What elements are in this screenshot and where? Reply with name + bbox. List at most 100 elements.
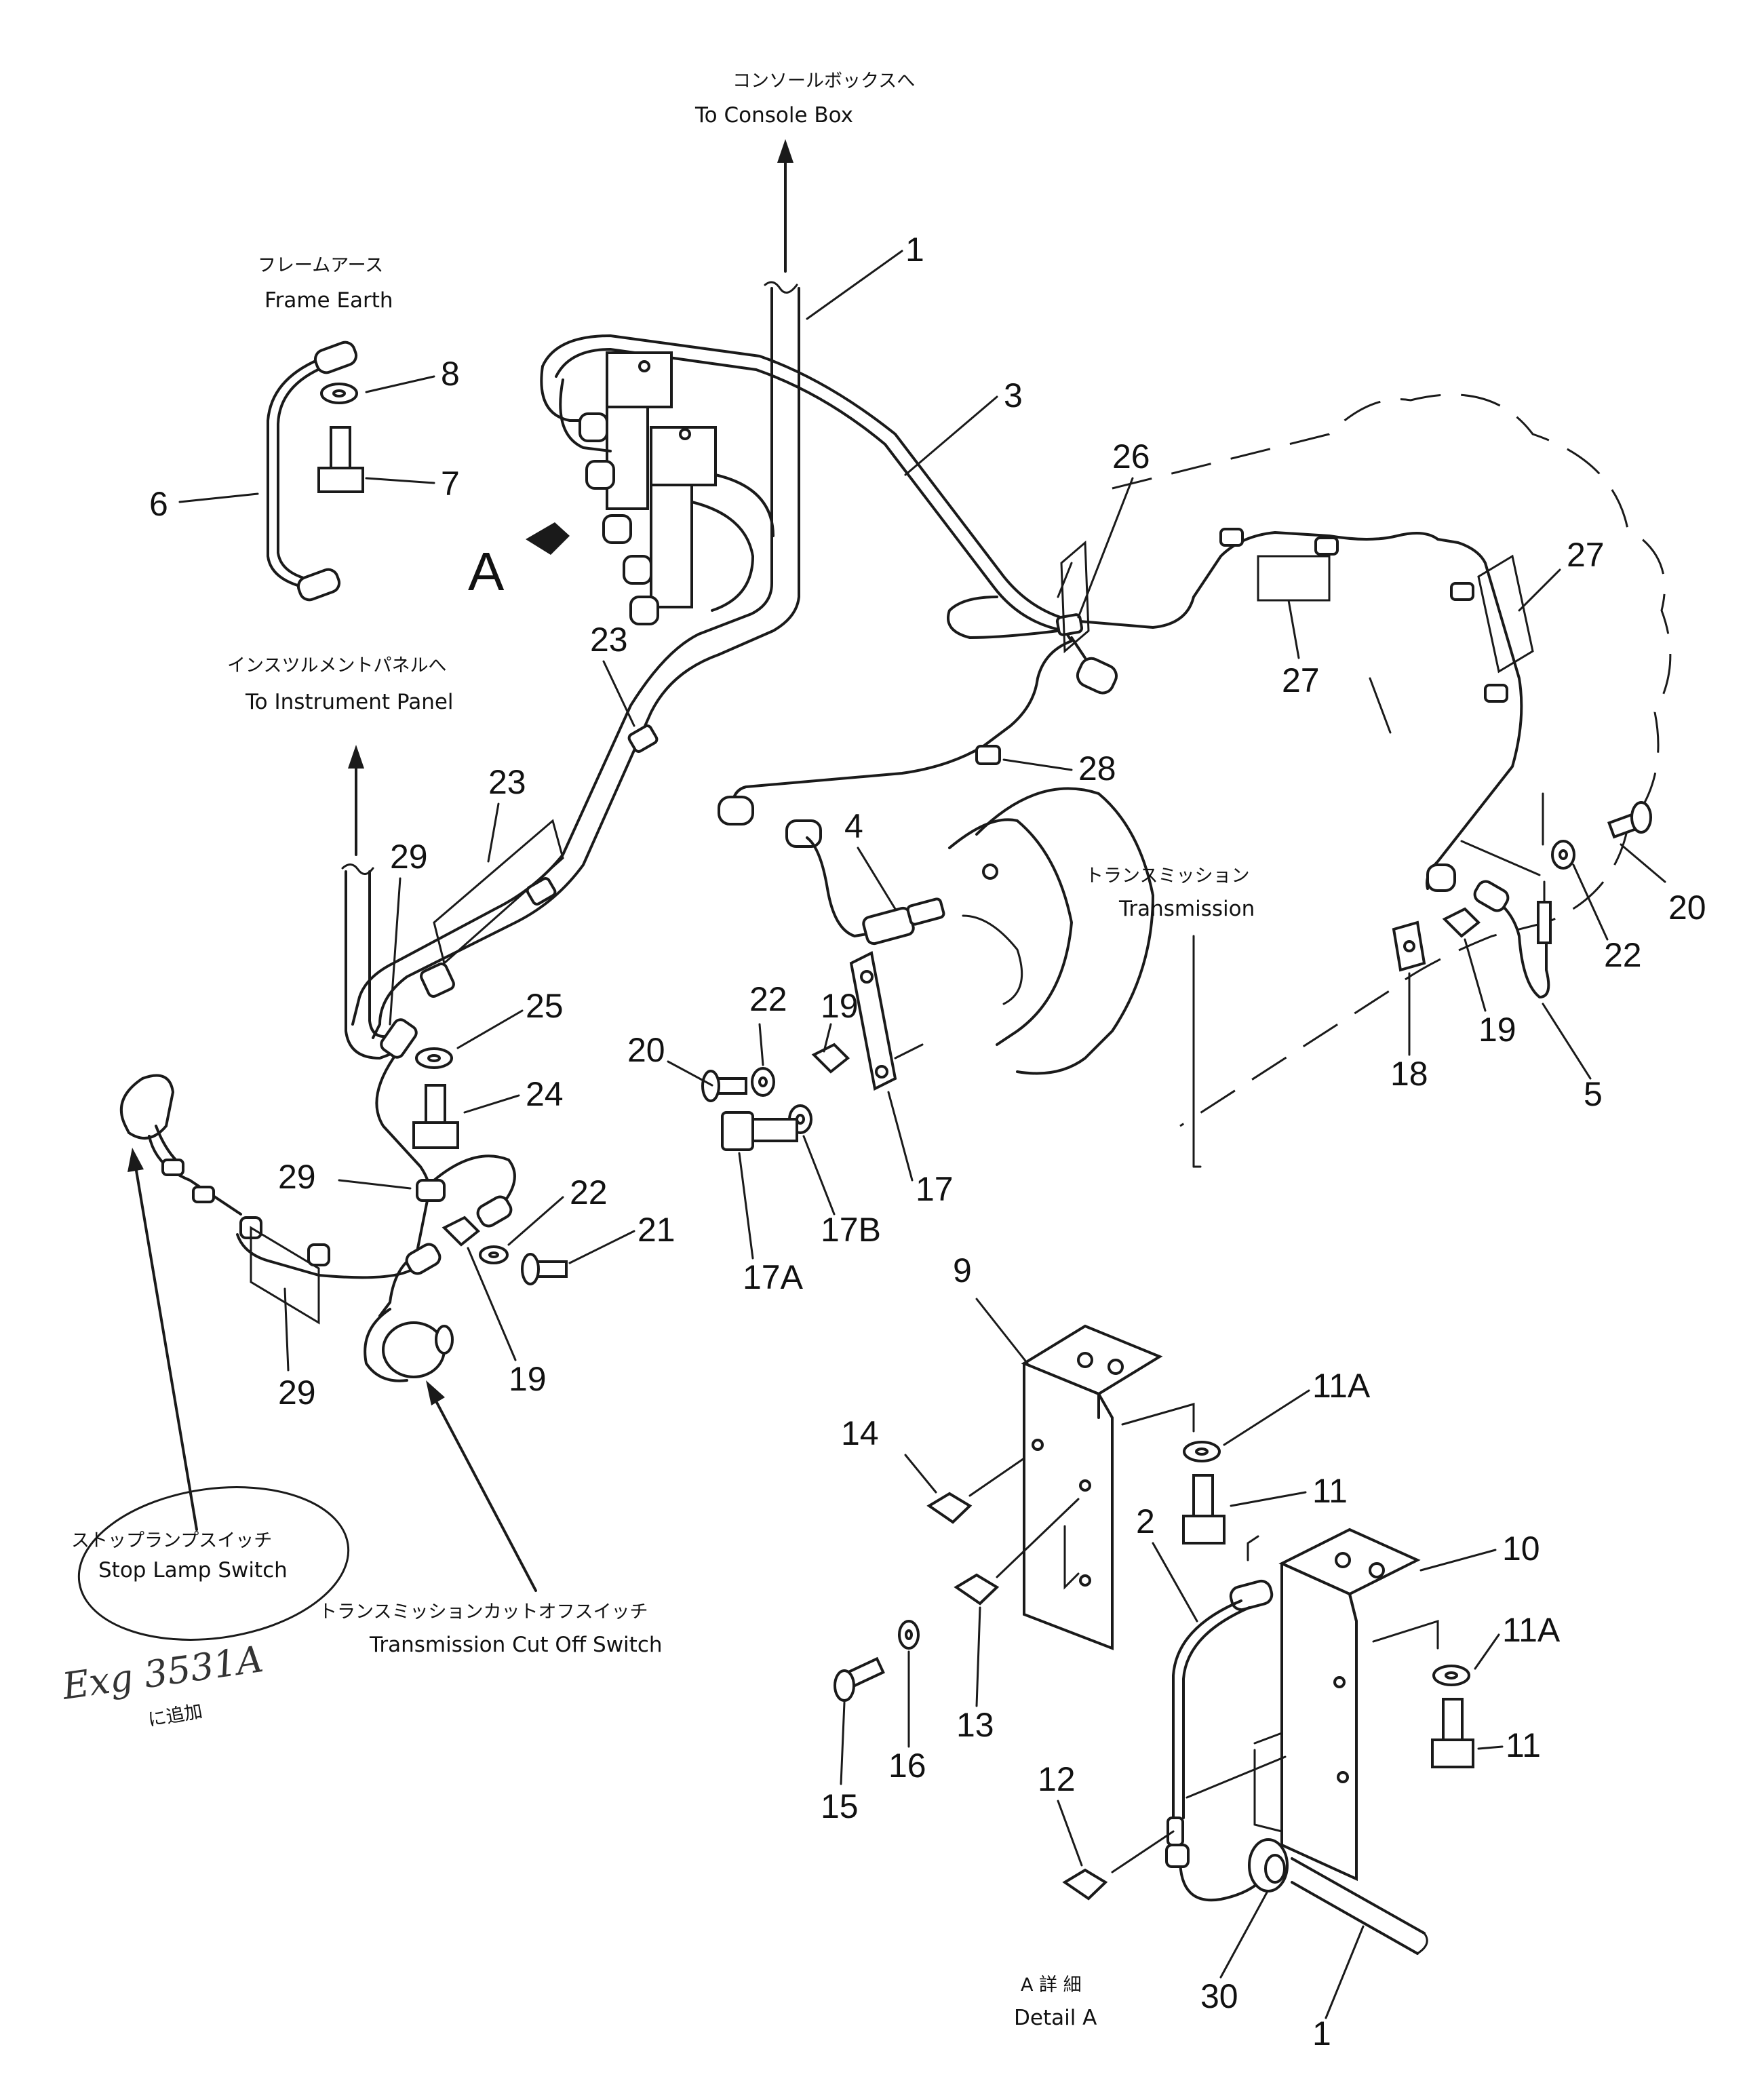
clamp-28 <box>718 657 1118 848</box>
bracket-18 <box>1392 920 1426 972</box>
frame-earth-label: Frame Earth <box>264 288 393 313</box>
washer-8 <box>320 383 358 404</box>
part-18-label: 18 <box>1390 1055 1428 1093</box>
washer-22-mid <box>751 1067 775 1097</box>
part-13-label: 13 <box>956 1706 994 1744</box>
harness-3 <box>541 334 1523 890</box>
part-9-label: 9 <box>953 1251 972 1289</box>
stop-lamp-label: Stop Lamp Switch <box>98 1558 288 1582</box>
clip-13 <box>954 1573 1000 1606</box>
part-20-mid: 20 <box>627 1031 665 1069</box>
part-19-right: 19 <box>1478 1011 1516 1049</box>
clip-19-mid <box>811 1043 850 1074</box>
clamp-26 <box>1055 540 1090 654</box>
part-23-top: 23 <box>590 621 628 659</box>
part-4-label: 4 <box>844 807 863 845</box>
part-16-label: 16 <box>888 1747 926 1785</box>
part-27-bottom: 27 <box>1282 661 1320 699</box>
stop-lamp-jp: ストップランプスイッチ <box>71 1530 272 1551</box>
washer-16 <box>898 1620 920 1650</box>
bracket-10 <box>1247 1528 1439 1882</box>
part-10-label: 10 <box>1502 1530 1540 1568</box>
transmission-jp: トランスミッション <box>1085 866 1249 887</box>
clip-14 <box>926 1492 973 1524</box>
washer-22-right <box>1551 840 1575 870</box>
view-a-arrow <box>526 522 570 555</box>
part-11a-bottom: 11A <box>1502 1611 1561 1649</box>
part-15-label: 15 <box>821 1787 859 1825</box>
part-11-bottom: 11 <box>1506 1726 1541 1764</box>
part-11-top: 11 <box>1312 1472 1348 1510</box>
harness-29-lower <box>236 1057 516 1325</box>
part-17a-label: 17A <box>743 1258 804 1296</box>
clip-12 <box>1062 1868 1108 1901</box>
sensor-5 <box>1426 863 1552 998</box>
handwritten-note-line2: に追加 <box>146 1701 204 1731</box>
handwritten-circle <box>77 1486 350 1641</box>
bolt-11-top <box>1182 1474 1226 1545</box>
bolt-7 <box>317 426 364 493</box>
part-24-label: 24 <box>526 1075 564 1113</box>
cut-off-switch-arrow <box>426 1380 537 1592</box>
clip-19-right <box>1442 907 1481 938</box>
part-6-label: 6 <box>149 485 168 523</box>
console-box-jp: コンソールボックスへ <box>732 71 915 92</box>
bolt-11-bottom <box>1431 1698 1474 1768</box>
instrument-panel-jp: インスツルメントパネルへ <box>227 655 446 676</box>
part-7-label: 7 <box>441 465 460 503</box>
part-21-label: 21 <box>638 1211 675 1249</box>
stop-lamp-switch-arrow <box>128 1148 198 1531</box>
part-5-label: 5 <box>1584 1075 1603 1113</box>
part-29-mid: 29 <box>278 1158 316 1196</box>
instrument-panel-label: To Instrument Panel <box>245 690 454 714</box>
part-23-mid: 23 <box>488 763 526 801</box>
bracket-17 <box>849 951 924 1091</box>
stop-lamp-switch <box>119 1074 242 1216</box>
washer-11a-top <box>1183 1441 1221 1462</box>
screw-20-mid <box>701 1070 747 1102</box>
part-12-label: 12 <box>1038 1760 1076 1798</box>
transmission-label: Transmission <box>1118 897 1255 921</box>
washer-11a-bottom <box>1432 1665 1470 1686</box>
part-22-mid: 22 <box>749 980 787 1018</box>
console-box-label: To Console Box <box>694 103 853 128</box>
part-2-label: 2 <box>1136 1502 1155 1540</box>
part-22-left: 22 <box>570 1173 608 1211</box>
transmission-outline <box>948 393 1672 1127</box>
connector-block-a <box>540 351 775 625</box>
part-17-label: 17 <box>916 1170 954 1208</box>
bolt-24 <box>412 1084 459 1149</box>
part-27-right: 27 <box>1567 536 1605 574</box>
part-26-label: 26 <box>1112 438 1150 475</box>
handwritten-note-line1: Exg 3531A <box>59 1637 266 1708</box>
view-a-label: A <box>468 541 505 602</box>
clamps-27 <box>1219 528 1534 703</box>
cut-off-switch <box>364 1308 454 1382</box>
part-1-top: 1 <box>905 231 924 269</box>
screw-21 <box>521 1253 568 1285</box>
part-19-mid: 19 <box>821 987 859 1025</box>
detail-a-label: Detail A <box>1014 2006 1097 2030</box>
part-28-label: 28 <box>1078 750 1116 788</box>
detail-a-jp: A 詳 細 <box>1021 1975 1082 1996</box>
part-19-left: 19 <box>509 1360 547 1398</box>
part-3-label: 3 <box>1004 376 1023 414</box>
screw-20-right <box>1607 801 1652 839</box>
console-box-arrow <box>777 139 793 273</box>
instrument-panel-arrow <box>348 745 364 856</box>
bracket-9 <box>1021 1324 1195 1650</box>
harness-23 <box>341 724 659 1060</box>
part-8-label: 8 <box>441 355 460 393</box>
earth-cable-6 <box>267 341 358 602</box>
cut-off-label: Transmission Cut Off Switch <box>369 1633 663 1657</box>
part-30-label: 30 <box>1200 1977 1238 2015</box>
earth-cable-2 <box>1167 1579 1274 1846</box>
part-14-label: 14 <box>841 1414 879 1452</box>
bolt-17a <box>721 1111 798 1151</box>
sensor-4 <box>806 836 998 946</box>
part-29-upper: 29 <box>390 838 428 876</box>
part-17b-label: 17B <box>821 1211 881 1249</box>
grommet-30 <box>1165 1838 1428 1955</box>
part-1-bottom: 1 <box>1312 2015 1331 2053</box>
